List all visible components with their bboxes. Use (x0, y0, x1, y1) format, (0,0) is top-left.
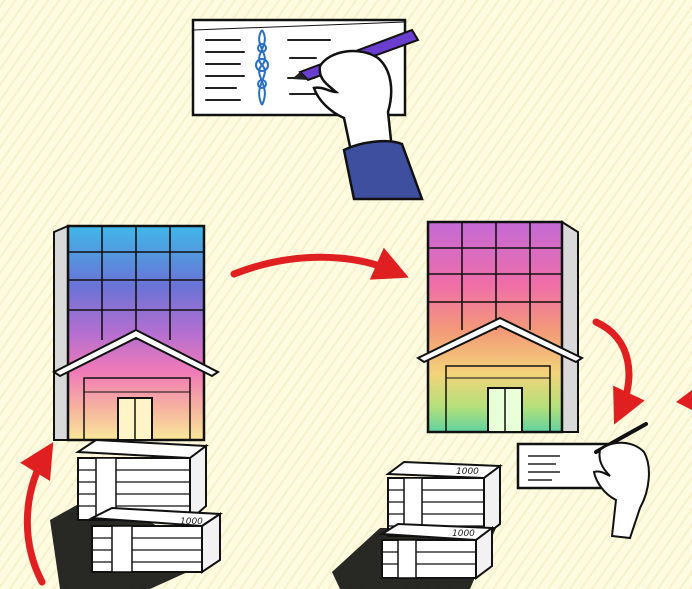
small-check-scene (518, 424, 649, 538)
left-front-stack: 1000 (92, 508, 220, 572)
left-front-denomination: 1000 (180, 517, 203, 527)
right-back-denomination: 1000 (456, 467, 479, 477)
arrow-down-icon (596, 322, 629, 412)
right-bank-building (418, 222, 582, 432)
arrow-edge-icon (676, 390, 692, 410)
left-bank-building (54, 226, 218, 440)
left-money-stacks: 1000 (50, 440, 220, 589)
right-front-stack: 1000 (382, 524, 492, 578)
right-front-denomination: 1000 (452, 529, 475, 539)
right-money-stacks: 1000 1000 (332, 462, 500, 589)
arrow-right-icon (234, 257, 396, 274)
arrow-up-icon (27, 454, 46, 582)
check-signing-scene (193, 20, 422, 199)
small-hand (594, 443, 649, 538)
sleeve (344, 141, 422, 199)
left-back-stack (78, 440, 206, 520)
